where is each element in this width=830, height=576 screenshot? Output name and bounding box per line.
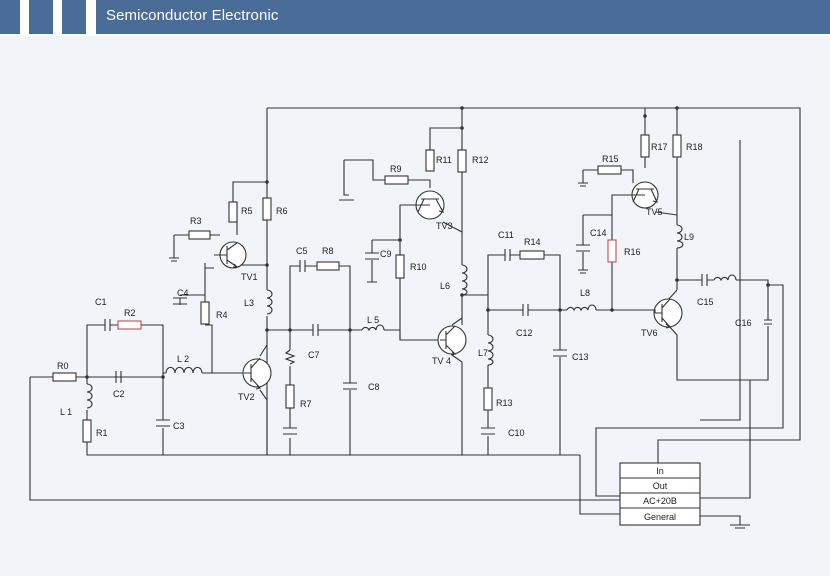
circuit-schematic: R0 R1 R2 R3 R4 R5 R6 R7 R8 R9 R10 R11 R1… — [29, 106, 801, 529]
label-r6: R6 — [276, 206, 288, 216]
label-r18: R18 — [686, 142, 703, 152]
label-r8: R8 — [322, 246, 334, 256]
label-r17: R17 — [651, 142, 668, 152]
label-c7: C7 — [308, 350, 320, 360]
label-r11: R11 — [436, 155, 452, 165]
transistors — [214, 181, 683, 390]
label-tv6: TV6 — [641, 328, 658, 338]
label-c16: C16 — [735, 318, 752, 328]
header-block — [62, 0, 86, 34]
label-c14: C14 — [590, 228, 607, 238]
label-l3: L3 — [244, 298, 254, 308]
label-l2: L 2 — [177, 354, 189, 364]
terminal-ac20b: AC+20B — [643, 496, 677, 506]
junction-dots — [85, 106, 770, 379]
label-c11: C11 — [498, 230, 514, 240]
terminal-in: In — [656, 466, 664, 476]
label-c9: C9 — [380, 249, 392, 259]
label-r2: R2 — [124, 308, 136, 318]
label-r16: R16 — [624, 247, 641, 257]
label-c2: C2 — [113, 389, 125, 399]
capacitors — [104, 244, 772, 435]
label-c15: C15 — [697, 297, 714, 307]
header-block — [0, 0, 20, 34]
label-c12: C12 — [516, 328, 533, 338]
label-r4: R4 — [216, 310, 228, 320]
label-c3: C3 — [173, 421, 185, 431]
terminal-general: General — [644, 512, 676, 522]
label-l8: L8 — [580, 288, 590, 298]
label-tv5: TV5 — [646, 207, 663, 217]
label-r5: R5 — [241, 206, 253, 216]
wires — [29, 107, 801, 529]
label-tv2: TV2 — [238, 392, 255, 402]
label-r0: R0 — [57, 361, 69, 371]
label-c6: C8 — [368, 382, 380, 392]
label-c4: C4 — [177, 288, 189, 298]
terminal-block: In Out AC+20B General — [619, 462, 701, 526]
label-r12: R12 — [472, 155, 489, 165]
label-r9: R9 — [390, 164, 402, 174]
label-c5: C5 — [296, 246, 308, 256]
header-title-band — [96, 0, 830, 34]
label-r3: R3 — [190, 216, 202, 226]
label-r7: R7 — [300, 399, 312, 409]
inductors — [86, 224, 737, 409]
label-r1: R1 — [96, 428, 108, 438]
label-l5: L 5 — [367, 315, 379, 325]
label-tv1: TV1 — [241, 272, 258, 282]
header-bar: Semiconductor Electronic — [0, 0, 830, 36]
resistors — [52, 134, 682, 443]
label-l6: L6 — [440, 281, 450, 291]
page-title: Semiconductor Electronic — [106, 7, 279, 24]
label-l1: L 1 — [60, 407, 72, 417]
label-tv4: TV 4 — [432, 356, 451, 366]
label-r10: R10 — [410, 262, 427, 272]
label-r13: R13 — [496, 398, 513, 408]
label-tv3: TV3 — [436, 221, 453, 231]
label-r14: R14 — [524, 237, 541, 247]
label-c13: C13 — [572, 352, 589, 362]
label-r15: R15 — [602, 154, 619, 164]
terminal-out: Out — [653, 481, 668, 491]
component-labels: R0 R1 R2 R3 R4 R5 R6 R7 R8 R9 R10 R11 R1… — [57, 142, 752, 438]
header-block — [29, 0, 53, 34]
diagram-canvas: R0 R1 R2 R3 R4 R5 R6 R7 R8 R9 R10 R11 R1… — [0, 36, 830, 576]
label-c10: C10 — [508, 428, 525, 438]
label-l9: L9 — [684, 232, 694, 242]
label-l7: L7 — [478, 348, 488, 358]
label-c1: C1 — [95, 297, 107, 307]
